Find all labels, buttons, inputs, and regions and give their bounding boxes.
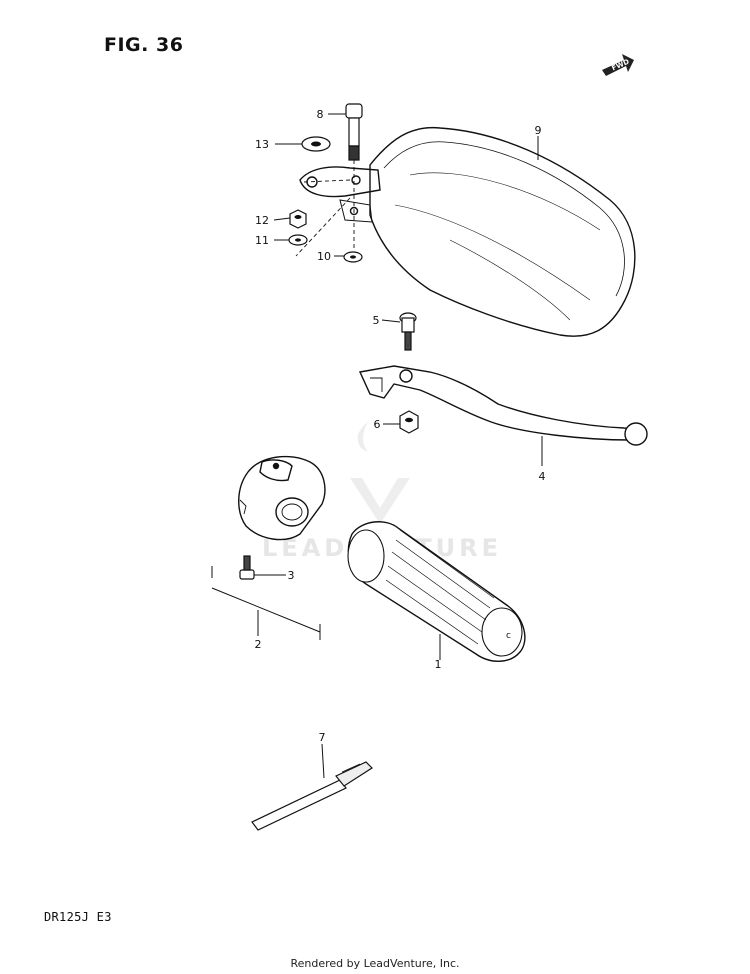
callout-11: 11 — [255, 234, 269, 247]
svg-text:c: c — [506, 631, 511, 641]
leader-lines — [254, 113, 543, 779]
callout-2: 2 — [255, 638, 262, 651]
callout-6: 6 — [374, 418, 381, 431]
callout-10: 10 — [317, 250, 331, 263]
figure-title: FIG. 36 — [104, 34, 184, 56]
washer-part-10 — [343, 251, 363, 263]
nut-part-12 — [289, 209, 307, 229]
callout-3: 3 — [288, 569, 295, 582]
assembly-guide-lines — [295, 160, 355, 257]
switch-housing-part — [238, 455, 326, 541]
model-code: DR125J E3 — [44, 910, 112, 924]
lever-part — [358, 365, 648, 446]
nut-part-6 — [399, 410, 419, 434]
footer-credit: Rendered by LeadVenture, Inc. — [290, 957, 460, 970]
callout-9: 9 — [535, 124, 542, 137]
group-bracket-2 — [211, 566, 321, 640]
bolt-part-8 — [345, 103, 363, 161]
callout-4: 4 — [539, 470, 546, 483]
callout-numbers: 1 2 3 4 5 6 7 8 9 10 11 12 13 — [255, 108, 546, 744]
bolt-part-5 — [399, 312, 417, 351]
callout-7: 7 — [319, 731, 326, 744]
grip-part: c — [347, 521, 526, 662]
callout-5: 5 — [373, 314, 380, 327]
fwd-arrow-icon: FWD — [602, 54, 634, 76]
callout-13: 13 — [255, 138, 269, 151]
callout-12: 12 — [255, 214, 269, 227]
callout-1: 1 — [435, 658, 442, 671]
callout-8: 8 — [317, 108, 324, 121]
band-part — [251, 761, 373, 831]
screw-part-3 — [239, 555, 255, 580]
watermark-logo — [350, 422, 410, 524]
washer-part-11 — [288, 234, 308, 246]
washer-part-13 — [301, 136, 331, 152]
